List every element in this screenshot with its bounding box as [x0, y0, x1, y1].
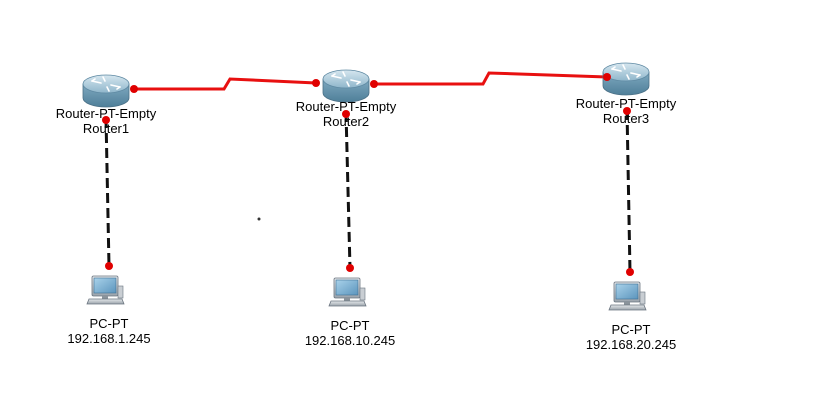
- port-dot: [105, 262, 113, 270]
- port-status-dots: [102, 73, 634, 276]
- pc2-model: PC-PT: [330, 318, 370, 333]
- serial-link-router1-router2[interactable]: [134, 77, 317, 91]
- pc1-ip: 192.168.1.245: [67, 331, 151, 346]
- pc2-icon[interactable]: [328, 277, 367, 307]
- router3-name: Router3: [602, 111, 650, 126]
- router1-name: Router1: [82, 121, 130, 136]
- router2-name: Router2: [322, 114, 370, 129]
- ethernet-link-router2-pc2[interactable]: [344, 111, 352, 269]
- router2-model: Router-PT-Empty: [295, 99, 397, 114]
- router3-model: Router-PT-Empty: [575, 96, 677, 111]
- port-dot: [312, 79, 320, 87]
- router1-label[interactable]: Router-PT-Empty Router1: [56, 106, 156, 136]
- pc2-label[interactable]: PC-PT 192.168.10.245: [305, 318, 395, 348]
- pc1-label[interactable]: PC-PT 192.168.1.245: [67, 316, 150, 346]
- router1-icon[interactable]: [82, 74, 130, 108]
- pc3-icon[interactable]: [608, 281, 647, 311]
- ethernet-link-router3-pc3[interactable]: [625, 109, 632, 273]
- router3-label[interactable]: Router-PT-Empty Router3: [576, 96, 676, 126]
- port-dot: [342, 110, 350, 118]
- port-dot: [603, 73, 611, 81]
- ethernet-link-router1-pc1[interactable]: [104, 117, 111, 267]
- port-dot: [370, 80, 378, 88]
- serial-link-router2-router3[interactable]: [374, 71, 608, 86]
- port-dot: [102, 116, 110, 124]
- router2-label[interactable]: Router-PT-Empty Router2: [296, 99, 396, 129]
- stray-dot: [257, 217, 261, 221]
- pc1-model: PC-PT: [89, 316, 129, 331]
- pc1-icon[interactable]: [86, 275, 125, 305]
- port-dot: [626, 268, 634, 276]
- pc3-label[interactable]: PC-PT 192.168.20.245: [586, 322, 676, 352]
- pc3-ip: 192.168.20.245: [585, 337, 677, 352]
- router2-icon[interactable]: [322, 69, 370, 103]
- pc3-model: PC-PT: [611, 322, 651, 337]
- pc2-ip: 192.168.10.245: [304, 333, 396, 348]
- router1-model: Router-PT-Empty: [55, 106, 157, 121]
- port-dot: [623, 107, 631, 115]
- port-dot: [130, 85, 138, 93]
- port-dot: [346, 264, 354, 272]
